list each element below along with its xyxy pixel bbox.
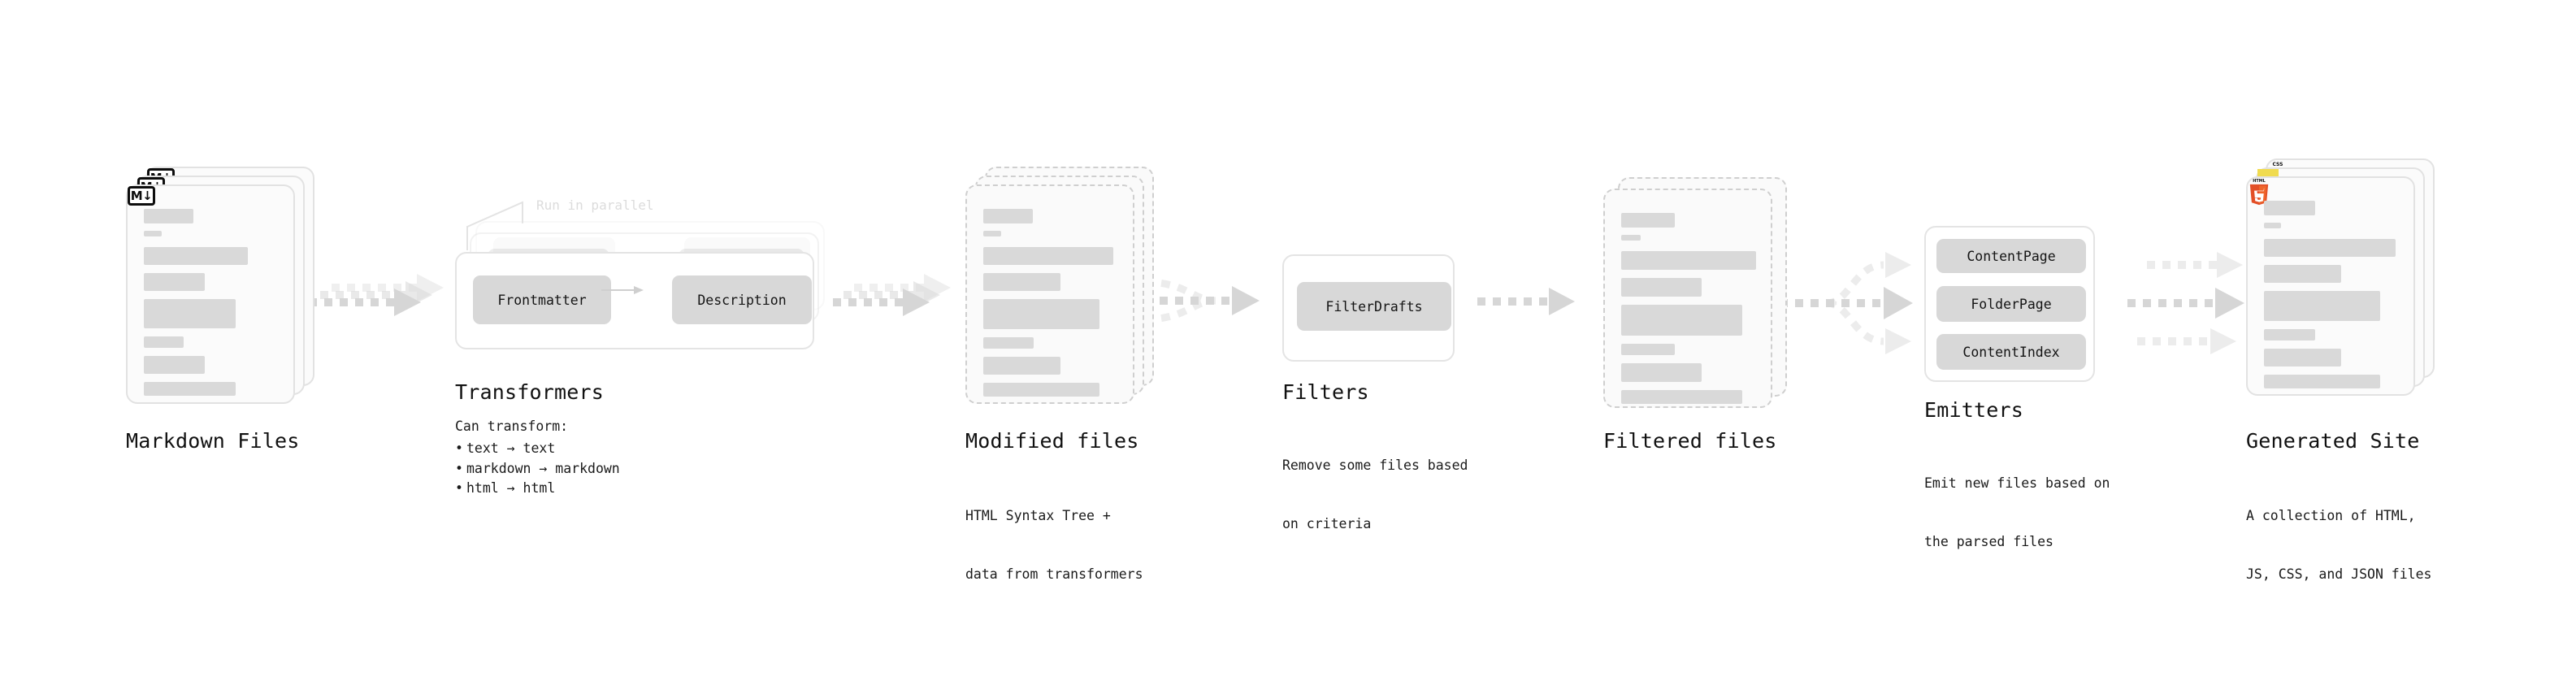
- skeleton-bar: [144, 299, 236, 328]
- transformers-sub-items: text → text markdown → markdown html → h…: [455, 439, 620, 499]
- skeleton-bar: [144, 209, 193, 223]
- filters-title: Filters: [1282, 380, 1369, 404]
- connector-filters-to-filtered: [1477, 288, 1575, 315]
- emitters-panel: ContentPage FolderPage ContentIndex: [1924, 226, 2095, 382]
- filter-node-filterdrafts[interactable]: FilterDrafts: [1297, 282, 1451, 331]
- skeleton-bar: [1621, 305, 1742, 336]
- skeleton-bar: [144, 273, 205, 291]
- emitter-node-contentindex[interactable]: ContentIndex: [1936, 334, 2086, 370]
- run-in-parallel-leader: [466, 201, 523, 250]
- connector-transformers-to-modified: [833, 274, 951, 316]
- skeleton-bar: [1621, 363, 1702, 382]
- transformers-subtitle: Can transform: text → text markdown → ma…: [455, 417, 620, 499]
- html5-icon: HTML: [2248, 178, 2270, 206]
- transformers-sub-lead: Can transform:: [455, 419, 569, 434]
- emitters-title: Emitters: [1924, 398, 2024, 422]
- emitter-node-contentpage[interactable]: ContentPage: [1936, 239, 2086, 273]
- skeleton-bar: [144, 382, 236, 396]
- subtitle-line: data from transformers: [965, 566, 1143, 582]
- skeleton-bar: [983, 209, 1033, 223]
- skeleton-bar: [2264, 265, 2341, 283]
- markdown-card-front: M↓: [126, 184, 295, 404]
- connector-modified-to-filters: [1143, 278, 1260, 323]
- connector-filtered-to-emitters: [1780, 252, 1913, 354]
- subtitle-line: the parsed files: [1924, 533, 2053, 549]
- modified-files-subtitle: HTML Syntax Tree + data from transformer…: [965, 467, 1143, 622]
- skeleton-bar: [983, 247, 1113, 265]
- connector-emitters-to-site: [2127, 252, 2244, 354]
- skeleton-bar: [1621, 213, 1675, 228]
- filters-panel: FilterDrafts: [1282, 254, 1455, 362]
- skeleton-bar: [2264, 375, 2380, 388]
- subtitle-line: Remove some files based: [1282, 457, 1468, 473]
- run-in-parallel-label: Run in parallel: [536, 197, 654, 213]
- skeleton-bar: [983, 231, 1001, 236]
- skeleton-content: [144, 209, 280, 403]
- transformers-sub-item: html → html: [455, 479, 620, 499]
- skeleton-bar: [1621, 390, 1742, 404]
- emitter-node-folderpage[interactable]: FolderPage: [1936, 286, 2086, 322]
- subtitle-line: A collection of HTML,: [2246, 507, 2416, 523]
- skeleton-content: [1621, 213, 1758, 411]
- subtitle-line: Emit new files based on: [1924, 475, 2110, 491]
- skeleton-content: [2264, 201, 2400, 396]
- skeleton-bar: [983, 383, 1099, 397]
- skeleton-bar: [1621, 278, 1702, 297]
- skeleton-bar: [2264, 201, 2315, 215]
- subtitle-line: on criteria: [1282, 515, 1372, 531]
- skeleton-bar: [144, 356, 205, 374]
- modified-files-title: Modified files: [965, 429, 1139, 453]
- markdown-icon: M↓: [128, 186, 155, 206]
- skeleton-bar: [2264, 291, 2380, 321]
- modified-card-front: [965, 184, 1134, 404]
- emitters-subtitle: Emit new files based on the parsed files: [1924, 435, 2110, 590]
- svg-text:HTML: HTML: [2253, 179, 2265, 184]
- transformer-inner-arrow: [601, 286, 644, 294]
- subtitle-line: JS, CSS, and JSON files: [2246, 566, 2432, 582]
- skeleton-bar: [983, 299, 1099, 329]
- transformers-panel: Frontmatter Description: [455, 252, 814, 349]
- filtered-card-front: [1603, 189, 1772, 408]
- transformer-node-frontmatter[interactable]: Frontmatter: [473, 275, 611, 324]
- skeleton-bar: [2264, 329, 2315, 340]
- skeleton-bar: [1621, 344, 1675, 355]
- transformer-node-description[interactable]: Description: [672, 275, 812, 324]
- skeleton-bar: [144, 336, 184, 348]
- subtitle-line: HTML Syntax Tree +: [965, 507, 1111, 523]
- skeleton-bar: [2264, 349, 2341, 367]
- css-icon-label: CSS: [2272, 162, 2283, 167]
- skeleton-bar: [144, 247, 248, 265]
- filtered-files-title: Filtered files: [1603, 429, 1777, 453]
- markdown-icon-glyph: M↓: [130, 188, 153, 203]
- skeleton-content: [983, 209, 1120, 404]
- markdown-files-title: Markdown Files: [126, 429, 300, 453]
- skeleton-bar: [144, 231, 162, 236]
- skeleton-bar: [1621, 235, 1641, 241]
- skeleton-bar: [983, 273, 1060, 291]
- transformers-sub-item: markdown → markdown: [455, 459, 620, 479]
- transformers-sub-item: text → text: [455, 439, 620, 459]
- generated-site-title: Generated Site: [2246, 429, 2420, 453]
- skeleton-bar: [2264, 223, 2281, 228]
- generated-card-front: HTML: [2246, 176, 2415, 396]
- skeleton-bar: [983, 337, 1034, 349]
- filters-subtitle: Remove some files based on criteria: [1282, 417, 1468, 572]
- skeleton-bar: [983, 357, 1060, 375]
- html5-icon-svg: HTML: [2249, 179, 2269, 206]
- connector-md-to-transformers: [309, 274, 444, 316]
- transformers-title: Transformers: [455, 380, 605, 404]
- generated-site-subtitle: A collection of HTML, JS, CSS, and JSON …: [2246, 467, 2431, 622]
- skeleton-bar: [1621, 251, 1756, 270]
- skeleton-bar: [2264, 239, 2396, 257]
